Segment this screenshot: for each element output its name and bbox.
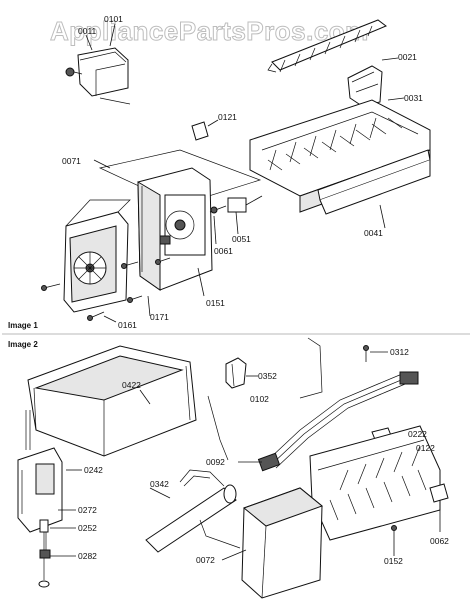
label-0312: 0312 [390, 347, 409, 357]
part-0101-bracket [65, 47, 131, 105]
part-0072-ice-maker [241, 425, 441, 599]
label-0031: 0031 [404, 93, 423, 103]
label-0072: 0072 [196, 555, 215, 565]
label-0342: 0342 [150, 479, 169, 489]
part-0272-valve [17, 410, 63, 588]
part-0062-cap [429, 483, 449, 503]
part-0102-tube [207, 337, 323, 461]
label-0121: 0121 [218, 112, 237, 122]
part-0051-motor [227, 195, 263, 213]
part-0342-fill-tube [145, 469, 241, 553]
label-0102: 0102 [250, 394, 269, 404]
part-0061-shaft [209, 205, 227, 214]
label-0071: 0071 [62, 156, 81, 166]
part-0422-ice-bin [27, 345, 197, 457]
part-screws [41, 257, 171, 321]
part-0312-screw [363, 345, 369, 362]
section-label-image-2: Image 2 [8, 340, 38, 349]
label-0151: 0151 [206, 298, 225, 308]
label-0092: 0092 [206, 457, 225, 467]
part-0041-heater-strip [317, 149, 431, 215]
label-0122: 0122 [416, 443, 435, 453]
part-0121-clip [191, 121, 209, 141]
part-0011-ejector [267, 19, 388, 73]
label-0422: 0422 [122, 380, 141, 390]
part-0092-harness [257, 371, 419, 472]
label-0021: 0021 [398, 52, 417, 62]
label-0011: 0011 [78, 26, 97, 36]
label-0272: 0272 [78, 505, 97, 515]
label-0171: 0171 [150, 312, 169, 322]
label-0161: 0161 [118, 320, 137, 330]
label-0101: 0101 [104, 14, 123, 24]
section-label-image-1: Image 1 [8, 321, 38, 330]
label-0061: 0061 [214, 246, 233, 256]
label-0252: 0252 [78, 523, 97, 533]
part-0021-cover [347, 65, 383, 107]
label-0282: 0282 [78, 551, 97, 561]
label-0041: 0041 [364, 228, 383, 238]
label-0051: 0051 [232, 234, 251, 244]
label-0062: 0062 [430, 536, 449, 546]
part-0152-screw [391, 525, 397, 548]
part-0352-clip [225, 357, 247, 389]
label-0352: 0352 [258, 371, 277, 381]
label-0242: 0242 [84, 465, 103, 475]
watermark: AppliancePartsPros.com [50, 16, 369, 46]
label-0222: 0222 [408, 429, 427, 439]
label-0152: 0152 [384, 556, 403, 566]
part-0171-face-plate [63, 199, 131, 313]
